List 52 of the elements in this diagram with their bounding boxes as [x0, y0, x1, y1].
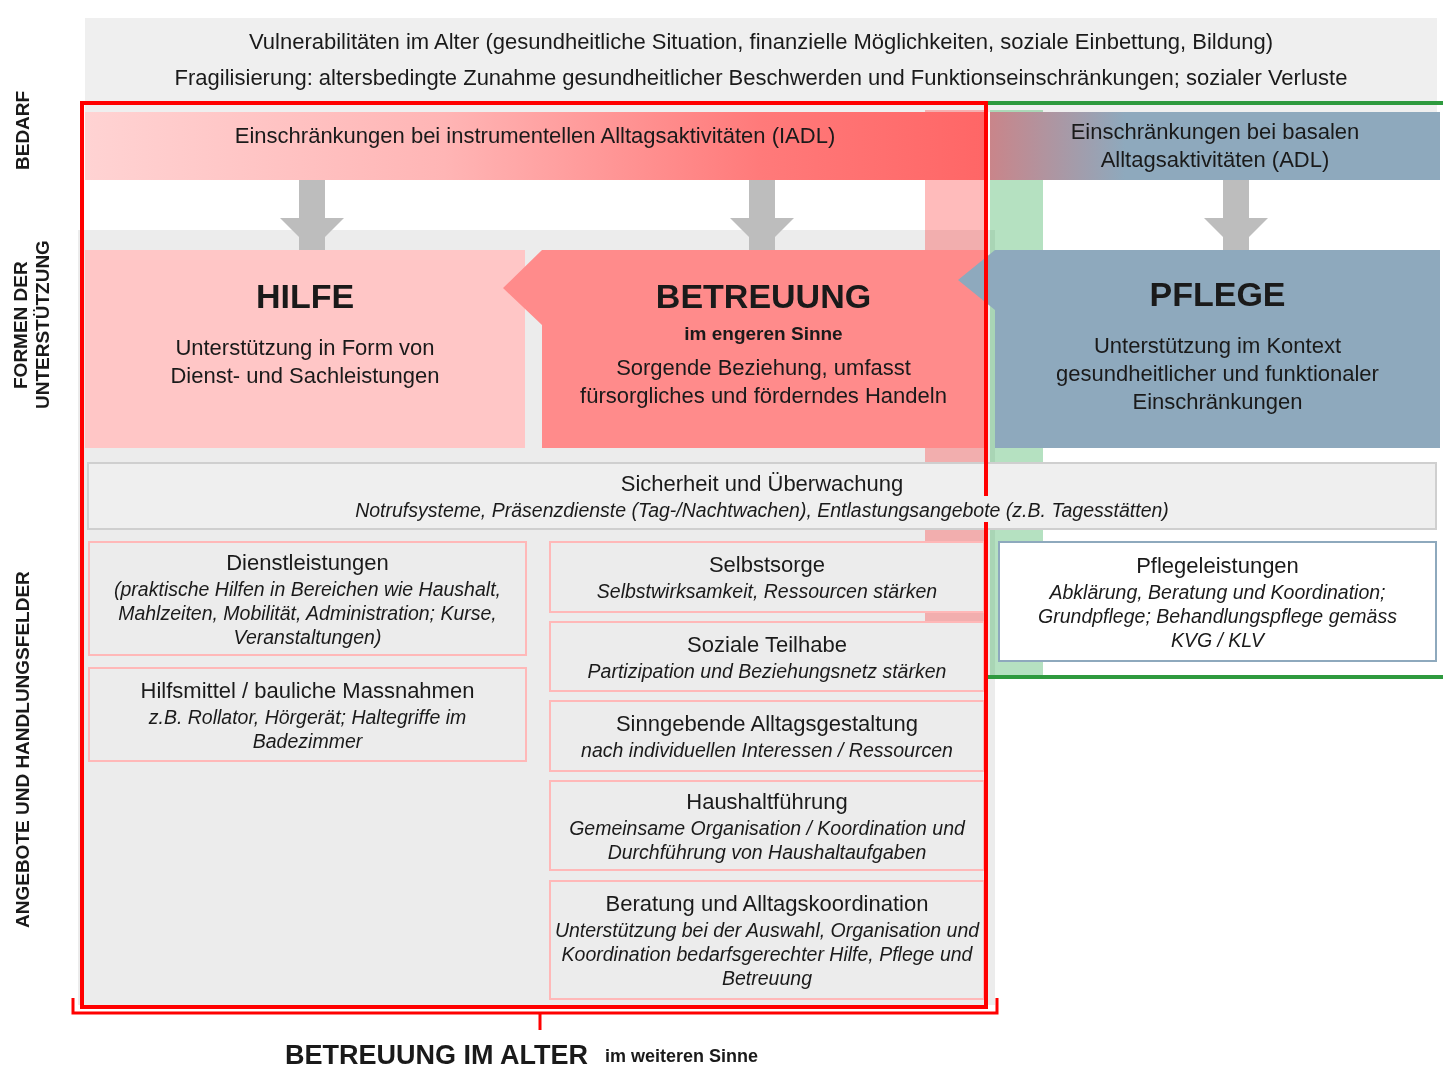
box-subheading: im engeren Sinne — [684, 322, 843, 346]
box-description: Gemeinsame Organisation / Koordination und Durchführung von Haushaltaufgaben — [568, 815, 967, 864]
box-description: Selbstwirksamkeit, Ressourcen stärken — [596, 579, 938, 603]
box-description: z.B. Rollator, Hörgerät; Haltegriffe im Badezimmer — [147, 704, 468, 753]
offer-box — [549, 541, 985, 613]
box-description: Partizipation und Beziehungsnetz stärken — [587, 658, 947, 683]
box-title: Pflegeleistungen — [1136, 551, 1299, 580]
arrow — [280, 180, 344, 250]
box-title: Selbstsorge — [708, 551, 826, 579]
caption-label: im weiteren Sinne — [605, 1045, 759, 1068]
box-description: Fragilisierung: altersbedingte Zunahme gesundheitlicher Beschwerden und Funktionseinschränkungen; sozialer Verluste — [174, 64, 1348, 92]
box-title: Soziale Teilhabe — [687, 630, 847, 659]
side-label: FORMEN DER UNTERSTÜTZUNG — [10, 239, 54, 412]
offer-box — [88, 667, 527, 762]
box-description: Unterstützung in Form von Dienst- und Sachleistungen — [169, 334, 441, 390]
box-heading: BETREUUNG — [655, 276, 872, 317]
offer-box — [549, 780, 985, 871]
need-band — [85, 112, 985, 180]
arrow — [1204, 180, 1268, 250]
box-title: Dienstleistungen — [226, 548, 389, 577]
box-description: Unterstützung bei der Auswahl, Organisation und Koordination bedarfsgerechter Hilfe, Pflege und Betreuung — [554, 918, 980, 990]
offer-box — [88, 541, 527, 656]
box-heading: PFLEGE — [1149, 274, 1286, 315]
offer-box — [87, 462, 1437, 530]
support-form-shape — [503, 250, 985, 448]
need-band — [990, 112, 1440, 180]
box-heading: HILFE — [255, 276, 355, 317]
box-title: Sinngebende Alltagsgestaltung — [615, 710, 919, 738]
box-description: Sorgende Beziehung, umfasst fürsorgliches und förderndes Handeln — [579, 354, 948, 410]
box-title: Einschränkungen bei instrumentellen Alltagsaktivitäten (IADL) — [234, 122, 836, 150]
caption-label: BETREUUNG IM ALTER — [285, 1039, 588, 1071]
box-description: (praktische Hilfen in Bereichen wie Haushalt, Mahlzeiten, Mobilität, Administration; Kurse, Veranstaltungen) — [113, 576, 502, 649]
box-title: Sicherheit und Überwachung — [620, 470, 904, 498]
support-form-box — [85, 250, 525, 448]
side-label: BEDARF — [12, 90, 34, 170]
box-title: Beratung und Alltagskoordination — [605, 890, 929, 918]
box-title: Vulnerabilitäten im Alter (gesundheitliche Situation, finanzielle Möglichkeiten, soziale Einbettung, Bildung) — [249, 28, 1273, 56]
support-form-shape — [958, 250, 1440, 448]
side-label: ANGEBOTE UND HANDLUNGSFELDER — [12, 570, 34, 931]
box-title: Einschränkungen bei basalen Alltagsaktivitäten (ADL) — [1069, 118, 1361, 174]
offer-box — [549, 621, 985, 692]
box-description: Abklärung, Beratung und Koordination; Grundpflege; Behandlungspflege gemäss KVG / KLV — [1037, 579, 1398, 652]
arrow — [730, 180, 794, 250]
box-description: Notrufsysteme, Präsenzdienste (Tag-/Nachtwachen), Entlastungsangebote (z.B. Tagesstätten) — [355, 498, 1169, 522]
box-description: nach individuellen Interessen / Ressourcen — [581, 738, 953, 762]
offer-box — [549, 700, 985, 772]
box-description: Unterstützung im Kontext gesundheitlicher und funktionaler Einschränkungen — [1055, 332, 1380, 416]
offer-box — [998, 541, 1437, 662]
box-title: Haushaltführung — [686, 787, 848, 816]
need-band — [85, 18, 1437, 102]
box-title: Hilfsmittel / bauliche Massnahmen — [140, 676, 475, 705]
offer-box — [549, 880, 985, 1000]
